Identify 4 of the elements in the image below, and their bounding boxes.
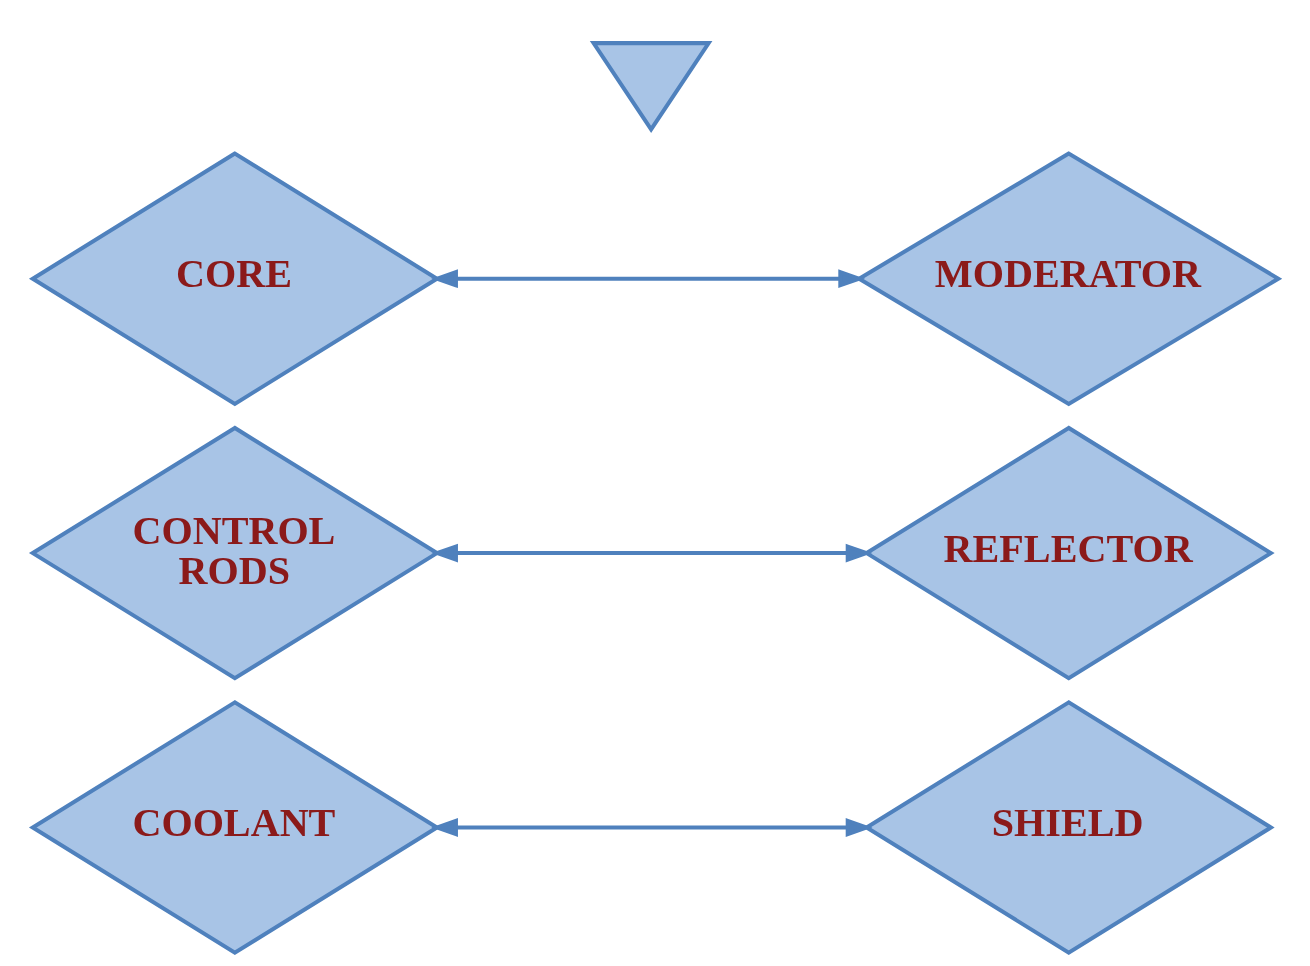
arrow xyxy=(430,268,865,288)
arrow xyxy=(430,817,873,837)
node-arrow xyxy=(589,40,712,133)
arrow xyxy=(430,543,873,562)
